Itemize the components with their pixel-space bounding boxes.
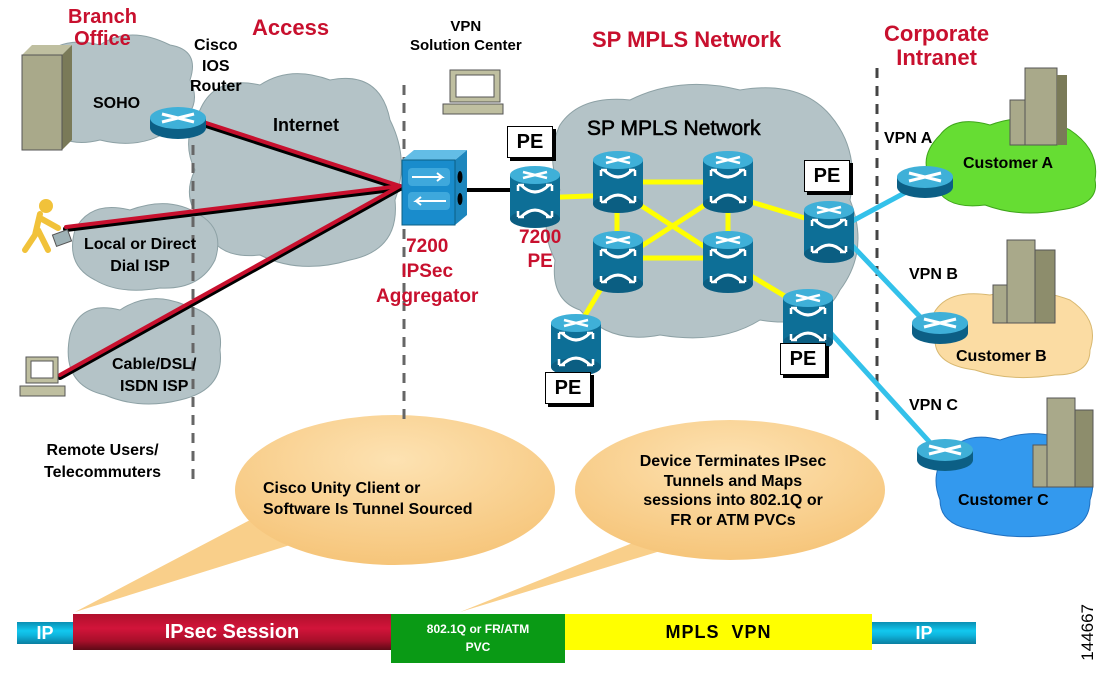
p-router-4-icon <box>701 229 755 295</box>
vpn-solution-center-pc-icon <box>442 69 504 115</box>
label-line: 7200 <box>406 236 449 257</box>
label-line: Cisco <box>193 37 238 54</box>
customer-c-building-icon <box>1032 397 1094 488</box>
pe-7200-switch-icon <box>508 164 562 230</box>
pe-box-bottom: PE <box>545 372 591 404</box>
label-line: Local or Direct <box>84 236 197 253</box>
vpn-solution-center-label: VPN Solution Center <box>410 18 522 54</box>
soho-label: SOHO <box>93 95 141 112</box>
label-line: Solution Center <box>410 36 522 54</box>
customer-a-router-icon <box>895 164 955 200</box>
cable-isp-cloud <box>67 298 222 405</box>
mpls-vpn-segment: MPLS VPN <box>565 614 872 650</box>
ipsec-aggregator-icon <box>401 150 467 226</box>
label-line: IPSec <box>401 260 454 282</box>
pvc-segment: 802.1Q or FR/ATM PVC <box>391 614 565 663</box>
ipsec-session-segment: IPsec Session <box>73 614 391 650</box>
p-router-1-icon <box>591 149 645 215</box>
pe-7200-label: 7200 PE <box>519 227 562 273</box>
ipsec-tunnels <box>57 119 403 380</box>
branch-building-icon <box>21 45 72 151</box>
internet-label: Internet <box>273 115 340 135</box>
pe-box-vpn-a: PE <box>804 160 850 192</box>
pe-switch-a-icon <box>802 199 856 265</box>
label-line: Dial ISP <box>110 257 170 275</box>
sp-mpls-cloud-label: SP MPLS Network <box>587 117 761 141</box>
label-line: Device Terminates IPsec <box>639 453 827 470</box>
label-line: PE <box>527 250 553 272</box>
cable-dsl-isp-label: Cable/DSL/ ISDN ISP <box>112 356 196 395</box>
boundary-lines <box>191 68 879 485</box>
vpn-links <box>826 187 937 450</box>
label-line: Software Is Tunnel Sourced <box>263 500 473 518</box>
label-line: 802.1Q or FR/ATM <box>426 622 530 636</box>
ip-segment-right: IP <box>872 622 976 644</box>
label-line: ISDN ISP <box>120 377 189 395</box>
branch-office-title: Branch Office <box>68 6 137 50</box>
p-router-2-icon <box>701 149 755 215</box>
pe-switch-b-icon <box>781 287 835 353</box>
label-line: PVC <box>465 640 491 654</box>
cisco-ios-router-label: Cisco IOS Router <box>190 37 242 96</box>
aggregator-label: 7200 IPSec Aggregator <box>376 236 479 308</box>
pe-box-vpn-bc: PE <box>780 343 826 375</box>
label-line: IOS <box>202 57 230 75</box>
corporate-intranet-title: Corporate Intranet <box>884 21 990 71</box>
sp-mpls-title: SP MPLS Network <box>592 27 782 52</box>
label-line: VPN <box>450 18 482 35</box>
label-line: Tunnels and Maps <box>663 472 803 490</box>
unity-client-callout-text: Cisco Unity Client or Software Is Tunnel… <box>263 480 473 518</box>
remote-users-label: Remote Users/ Telecommuters <box>44 442 161 481</box>
telecommuter-person-icon <box>22 199 73 253</box>
pe-switch-c-icon <box>549 312 603 378</box>
label-line: FR or ATM PVCs <box>670 511 796 529</box>
customer-c-router-icon <box>915 437 975 473</box>
customer-b-router-icon <box>910 310 970 346</box>
access-title: Access <box>252 15 330 40</box>
remote-pc-icon <box>19 356 66 397</box>
internet-cloud <box>188 73 402 267</box>
label-line: Router <box>190 78 242 96</box>
label-line: Telecommuters <box>44 463 162 481</box>
pe-box-7200: PE <box>507 126 553 158</box>
vpn-b-label: VPN B <box>909 266 958 283</box>
vpn-c-label: VPN C <box>909 397 958 414</box>
callout-unity-client <box>75 415 555 612</box>
customer-b-label: Customer B <box>956 348 1047 365</box>
device-terminates-callout-text: Device Terminates IPsec Tunnels and Maps… <box>613 453 853 529</box>
label-line: sessions into 802.1Q or <box>643 492 823 510</box>
customer-b-building-icon <box>992 239 1056 324</box>
local-dial-isp-label: Local or Direct Dial ISP <box>84 236 196 275</box>
customer-a-label: Customer A <box>963 155 1054 172</box>
label-line: Cable/DSL/ <box>112 356 197 373</box>
vpn-a-label: VPN A <box>884 130 933 147</box>
p-router-3-icon <box>591 229 645 295</box>
label-line: Aggregator <box>376 285 479 307</box>
label-line: 7200 <box>519 227 562 248</box>
figure-id: 144667 <box>1078 603 1098 661</box>
soho-router-icon <box>148 105 208 141</box>
customer-c-label: Customer C <box>958 492 1049 509</box>
callout-device-terminates <box>460 420 885 612</box>
ip-segment-left: IP <box>17 622 73 644</box>
label-line: Cisco Unity Client or <box>263 480 421 497</box>
label-line: Remote Users/ <box>46 442 159 459</box>
customer-a-building-icon <box>1009 67 1067 146</box>
